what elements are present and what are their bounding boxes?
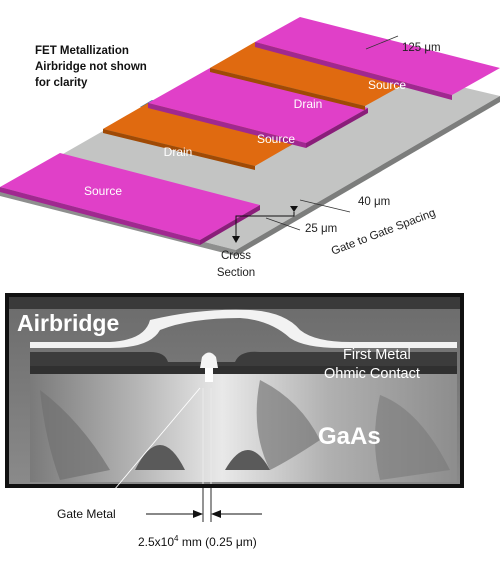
stripe-label: Source: [257, 132, 295, 146]
cross-section-label: Cross: [221, 250, 251, 262]
gate-length-annotation: Gate Metal 2.5x104 mm (0.25 μm): [57, 507, 262, 549]
stripe-label: Source: [84, 184, 122, 198]
dimension-line: [365, 35, 399, 50]
stripe-label: Drain: [294, 97, 323, 111]
gate-metal-stem: [205, 368, 213, 382]
caption-line: Airbridge not shown: [35, 61, 147, 73]
gate-metal: [200, 352, 218, 368]
gate-pointer-line: [113, 387, 201, 491]
stripe-edge: [255, 42, 452, 100]
caption-line: for clarity: [35, 77, 88, 89]
drain-stripe-1: [103, 103, 300, 166]
ohmic-contact-band: [30, 366, 457, 374]
mesa-bump: [225, 450, 270, 470]
dimension-line: [299, 199, 351, 213]
cross-section-marker: [232, 206, 298, 243]
arrow-head: [193, 510, 203, 518]
substrate-texture: [256, 380, 320, 470]
substrate-side-right: [236, 96, 500, 256]
cross-section-label: Section: [217, 267, 255, 279]
airbridge: [30, 309, 457, 348]
substrate-texture: [375, 395, 450, 480]
airbridge-label: Airbridge: [17, 310, 119, 336]
gap-dimension-label: 25 μm: [305, 223, 337, 235]
first-metal: [30, 351, 457, 366]
stripe-label: Drain: [164, 145, 193, 159]
stripe-edge: [200, 205, 260, 245]
width-dimension-label: 125 μm: [402, 42, 441, 54]
caption-line: FET Metallization: [35, 45, 129, 57]
drain-stripe-2: [210, 42, 412, 106]
first-metal-label: First Metal: [343, 347, 411, 363]
arrow-head: [211, 510, 221, 518]
sem-cross-section: Airbridge First Metal Ohmic Contact GaAs: [5, 293, 464, 522]
gate-metal-label: Gate Metal: [57, 507, 116, 521]
airbridge-top: [9, 297, 460, 309]
source-stripe-1: [0, 153, 260, 240]
source-stripe-3: [255, 17, 500, 95]
ohmic-contact-label: Ohmic Contact: [324, 366, 420, 382]
stripe-edge: [148, 103, 306, 148]
stripe-edge: [0, 187, 200, 245]
substrate-texture: [40, 390, 110, 480]
stripe-edge: [210, 68, 365, 110]
gate-length-label: 2.5x104 mm (0.25 μm): [138, 534, 257, 549]
dimension-line: [265, 217, 301, 231]
stripe-edge: [306, 108, 368, 148]
gaas-label: GaAs: [318, 423, 381, 450]
source-stripe-2: [148, 68, 368, 143]
gate-spacing-label: Gate to Gate Spacing: [330, 207, 438, 258]
mesa-bump: [135, 445, 185, 470]
stripe-edge: [103, 129, 255, 170]
fet-metallization-illustration: Source Drain Source Drain Source FET Met…: [0, 17, 500, 279]
stripe-label: Source: [368, 78, 406, 92]
pitch-dimension-label: 40 μm: [358, 196, 390, 208]
